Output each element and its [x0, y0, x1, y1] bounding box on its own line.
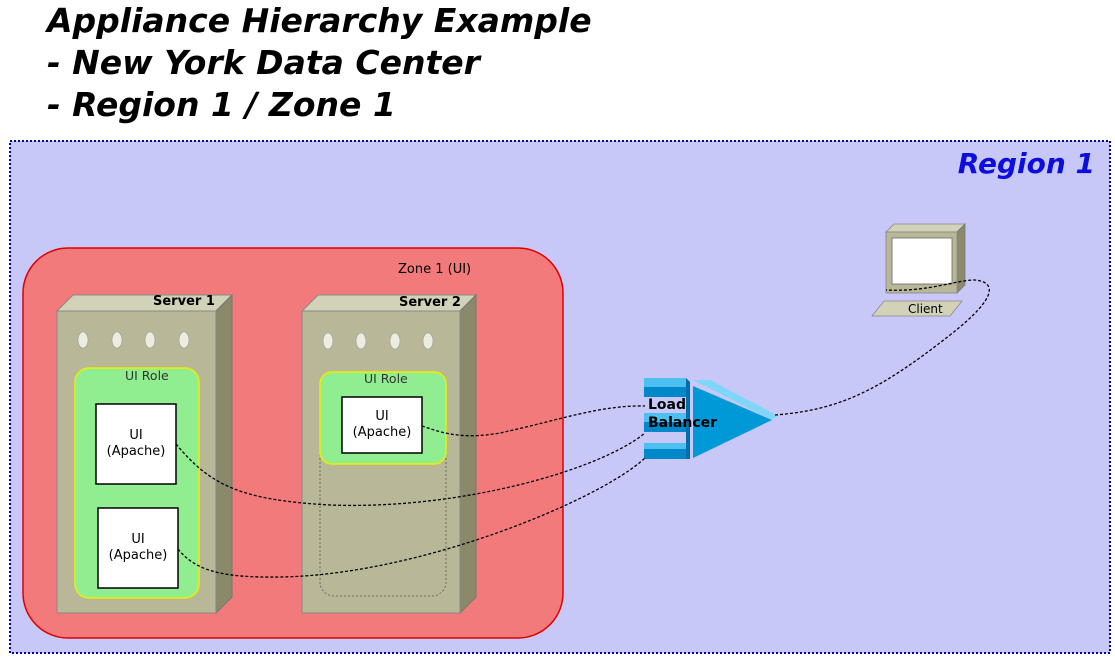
server-1-role-label: UI Role: [125, 368, 169, 383]
connections: [175, 279, 990, 578]
connection-s2c1-lb: [421, 405, 646, 437]
server-2-label: Server 2: [399, 295, 461, 310]
diagram-title: Appliance Hierarchy Example - New York D…: [47, 0, 592, 126]
client-computer-icon: [871, 223, 966, 317]
load-balancer-label: Load Balancer: [648, 397, 718, 431]
connection-s1c1-lb: [175, 432, 646, 507]
title-line-1: Appliance Hierarchy Example: [47, 1, 592, 40]
connection-s1c2-lb: [177, 457, 646, 578]
title-line-2: - New York Data Center: [47, 43, 480, 82]
server-1-ui-component-1: [95, 403, 177, 485]
client-label: Client: [908, 302, 943, 316]
server-2-component-1-label: UI (Apache): [352, 409, 412, 440]
server-1-component-1-label: UI (Apache): [106, 428, 166, 459]
server-1-ui-component-2: [97, 507, 179, 589]
server-2: [300, 293, 478, 615]
server-2-role-label: UI Role: [364, 371, 408, 386]
region-label: Region 1: [957, 147, 1095, 180]
server-1: [55, 293, 234, 615]
load-balancer-icon: [644, 378, 778, 459]
title-line-3: - Region 1 / Zone 1: [47, 85, 396, 124]
server-1-label: Server 1: [153, 294, 215, 309]
server-1-component-2-label: UI (Apache): [108, 532, 168, 563]
server-2-ui-component-1: [341, 396, 423, 454]
zone-label: Zone 1 (UI): [398, 262, 472, 277]
connection-lb-client: [774, 279, 990, 416]
